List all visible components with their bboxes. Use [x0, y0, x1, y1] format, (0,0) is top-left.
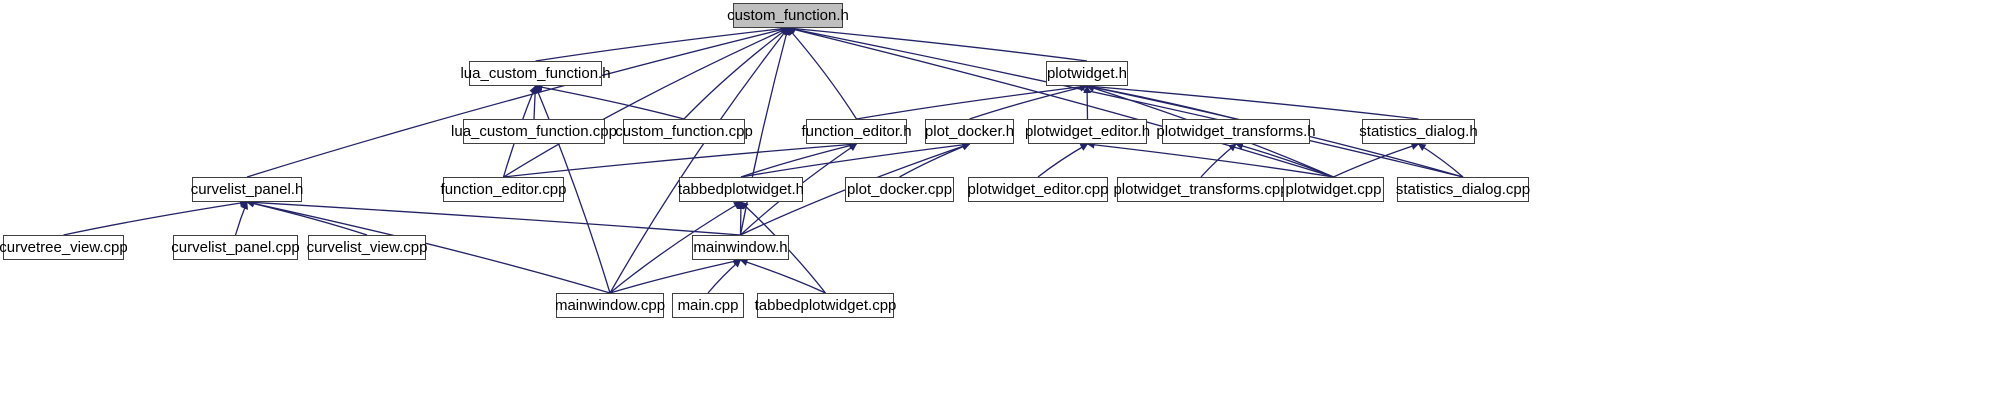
- node-plotwidget_editor_cpp[interactable]: plotwidget_editor.cpp: [968, 177, 1108, 202]
- node-plotwidget_cpp[interactable]: plotwidget.cpp: [1283, 177, 1384, 202]
- node-plotwidget_h[interactable]: plotwidget.h: [1046, 61, 1128, 86]
- edge-mainwindow_cpp-to-curvelist_panel_h: [246, 199, 611, 294]
- edge-function_editor_cpp-to-function_editor_h: [503, 140, 858, 178]
- node-lua_custom_function_h[interactable]: lua_custom_function.h: [460, 61, 611, 86]
- edge-plotwidget_cpp-to-plotwidget_transforms_h: [1235, 142, 1334, 178]
- edge-mainwindow_h-to-tabbedplotwidget_h: [736, 201, 745, 236]
- node-function_editor_h[interactable]: function_editor.h: [801, 119, 912, 144]
- edge-plotwidget_cpp-to-statistics_dialog_h: [1333, 142, 1420, 178]
- edge-curvelist_panel_h-to-custom_function_h: [246, 25, 789, 178]
- node-plotwidget_transforms_cpp[interactable]: plotwidget_transforms.cpp: [1113, 177, 1289, 202]
- edge-function_editor_cpp-to-custom_function_h: [503, 27, 789, 178]
- node-plotwidget_editor_h[interactable]: plotwidget_editor.h: [1025, 119, 1150, 144]
- edge-curvelist_panel_cpp-to-curvelist_panel_h: [234, 201, 248, 236]
- node-tabbedplotwidget_h[interactable]: tabbedplotwidget.h: [678, 177, 804, 202]
- edge-plotwidget_cpp-to-plotwidget_editor_h: [1086, 140, 1334, 178]
- edge-function_editor_h-to-custom_function_h: [787, 27, 858, 120]
- edge-plotwidget_transforms_h-to-plotwidget_h: [1086, 83, 1237, 120]
- edge-curvetree_view_cpp-to-curvelist_panel_h: [63, 199, 248, 236]
- edge-lua_custom_function_cpp-to-lua_custom_function_h: [531, 85, 540, 120]
- edge-statistics_dialog_cpp-to-statistics_dialog_h: [1417, 143, 1464, 178]
- node-statistics_dialog_h[interactable]: statistics_dialog.h: [1359, 119, 1478, 144]
- node-mainwindow_cpp[interactable]: mainwindow.cpp: [555, 293, 665, 318]
- edge-custom_function_cpp-to-lua_custom_function_h: [534, 83, 685, 120]
- edge-plotwidget_editor_h-to-plotwidget_h: [1083, 85, 1092, 120]
- node-function_editor_cpp[interactable]: function_editor.cpp: [441, 177, 566, 202]
- node-custom_function_h[interactable]: custom_function.h: [727, 3, 849, 28]
- node-curvelist_panel_cpp[interactable]: curvelist_panel.cpp: [171, 235, 300, 260]
- edge-tabbedplotwidget_h-to-function_editor_h: [740, 141, 858, 178]
- edge-plotwidget_transforms_cpp-to-plotwidget_transforms_h: [1200, 143, 1237, 178]
- node-lua_custom_function_cpp[interactable]: lua_custom_function.cpp: [451, 119, 617, 144]
- node-mainwindow_h[interactable]: mainwindow.h: [692, 235, 789, 260]
- edge-function_editor_h-to-plotwidget_h: [856, 82, 1088, 120]
- node-tabbedplotwidget_cpp[interactable]: tabbedplotwidget.cpp: [755, 293, 896, 318]
- edge-plotwidget_h-to-custom_function_h: [787, 24, 1088, 62]
- node-plotwidget_transforms_h[interactable]: plotwidget_transforms.h: [1156, 119, 1316, 144]
- node-curvetree_view_cpp[interactable]: curvetree_view.cpp: [0, 235, 128, 260]
- edge-curvelist_view_cpp-to-curvelist_panel_h: [246, 199, 368, 236]
- edge-statistics_dialog_h-to-plotwidget_h: [1086, 82, 1419, 120]
- edge-custom_function_cpp-to-custom_function_h: [683, 27, 789, 120]
- edge-main_cpp-to-mainwindow_h: [707, 259, 742, 294]
- edge-mainwindow_cpp-to-mainwindow_h: [609, 257, 742, 294]
- edge-lua_custom_function_h-to-custom_function_h: [535, 24, 789, 62]
- node-statistics_dialog_cpp[interactable]: statistics_dialog.cpp: [1396, 177, 1530, 202]
- edge-mainwindow_h-to-curvelist_panel_h: [246, 198, 741, 236]
- edge-plotwidget_editor_cpp-to-plotwidget_editor_h: [1037, 143, 1089, 178]
- edge-plot_docker_h-to-plotwidget_h: [969, 83, 1088, 120]
- node-curvelist_panel_h[interactable]: curvelist_panel.h: [191, 177, 303, 202]
- node-curvelist_view_cpp[interactable]: curvelist_view.cpp: [307, 235, 427, 260]
- node-plot_docker_cpp[interactable]: plot_docker.cpp: [845, 177, 954, 202]
- node-plot_docker_h[interactable]: plot_docker.h: [925, 119, 1014, 144]
- edge-plot_docker_cpp-to-plot_docker_h: [899, 143, 971, 178]
- node-main_cpp[interactable]: main.cpp: [672, 293, 744, 318]
- edge-plotwidget_cpp-to-custom_function_h: [787, 25, 1334, 178]
- edge-tabbedplotwidget_cpp-to-mainwindow_h: [739, 258, 826, 294]
- edge-statistics_dialog_cpp-to-custom_function_h: [787, 25, 1464, 178]
- node-custom_function_cpp[interactable]: custom_function.cpp: [615, 119, 753, 144]
- edge-tabbedplotwidget_h-to-plot_docker_h: [740, 141, 971, 178]
